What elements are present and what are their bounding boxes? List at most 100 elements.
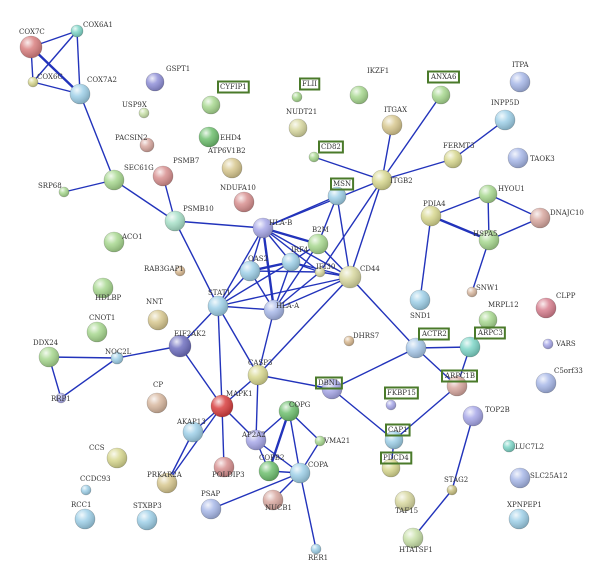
edge-irf4-stat1 (217, 261, 292, 307)
node-label-ccs: CCS (89, 444, 105, 452)
node-ikzf1[interactable]: IKZF1 (349, 67, 389, 105)
node-hla-a[interactable]: HLA-A (263, 299, 300, 321)
edge-itgb2-fermt3 (381, 158, 454, 181)
node-arpc1b[interactable]: ARPC1B (441, 369, 478, 397)
node-hla-b[interactable]: HLA-B (252, 217, 292, 239)
node-ehd4[interactable]: EHD4 (198, 126, 242, 148)
node-irf4[interactable]: IRF4 (281, 246, 309, 272)
node-fkbp15[interactable]: FKBP15 (384, 386, 419, 411)
node-c5orf33[interactable]: C5orf33 (535, 367, 583, 394)
node-rrp1[interactable]: RRP1 (51, 392, 71, 404)
node-dbnl[interactable]: DBNL (315, 376, 343, 400)
node-nnt[interactable]: NNT (146, 298, 169, 331)
node-gspt1[interactable]: GSPT1 (145, 65, 190, 92)
edge-pdia4-snd1 (419, 215, 432, 301)
node-rcc1[interactable]: RCC1 (71, 501, 96, 530)
node-cyfip1[interactable]: CYFIP1 (201, 80, 250, 115)
node-luc7l2[interactable]: LUC7L2 (502, 439, 544, 453)
node-htatsf1[interactable]: HTATSF1 (399, 527, 433, 554)
node-eif2ak2[interactable]: EIF2AK2 (168, 330, 206, 358)
node-casp3[interactable]: CASP3 (247, 359, 272, 386)
node-actr2[interactable]: ACTR2 (405, 327, 450, 359)
node-mapk1[interactable]: MAPK1 (210, 390, 253, 418)
node-cp[interactable]: CP (146, 381, 168, 414)
node-shine-stxbp3 (137, 510, 157, 530)
node-top2b[interactable]: TOP2B (462, 405, 510, 427)
node-clpp[interactable]: CLPP (535, 292, 576, 319)
node-pacsin2[interactable]: PACSIN2 (115, 134, 155, 153)
node-xpnpep1[interactable]: XPNPEP1 (507, 501, 542, 530)
node-srp68[interactable]: SRP68 (38, 182, 70, 198)
node-flii[interactable]: FLII (291, 77, 321, 103)
node-copg[interactable]: COPG (278, 400, 311, 422)
node-shine-copb2 (259, 461, 279, 481)
node-ddx24[interactable]: DDX24 (33, 339, 60, 368)
node-psmb7[interactable]: PSMB7 (152, 157, 199, 187)
node-slc25a12[interactable]: SLC25A12 (509, 467, 568, 489)
node-shine-cox6c (28, 77, 38, 87)
node-ndufa10[interactable]: NDUFA10 (220, 184, 256, 213)
node-prkar2a[interactable]: PRKAR2A (147, 471, 183, 494)
edge-hla-b-hla-a (261, 227, 276, 311)
node-vma21[interactable]: VMA21 (314, 435, 350, 447)
node-ap2a2[interactable]: AP2A2 (241, 429, 267, 451)
node-oas2[interactable]: OAS2 (239, 255, 268, 282)
node-cox6c[interactable]: COX6C (27, 73, 63, 88)
node-ifi30[interactable]: IFI30 (314, 263, 335, 278)
node-vars[interactable]: VARS (542, 338, 576, 350)
node-itgax[interactable]: ITGAX (381, 106, 407, 136)
node-stag2[interactable]: STAG2 (444, 476, 468, 496)
node-nudt21[interactable]: NUDT21 (286, 108, 317, 138)
node-atp6v1b2[interactable]: ATP6V1B2 (207, 147, 246, 179)
node-ccs[interactable]: CCS (89, 444, 128, 469)
node-hdlbp[interactable]: HDLBP (92, 277, 122, 302)
node-copa[interactable]: COPA (289, 461, 329, 484)
node-shine-copa (290, 463, 310, 483)
node-akap13[interactable]: AKAP13 (176, 418, 206, 443)
node-noc2l[interactable]: NOC2L (105, 348, 132, 365)
node-label-pacsin2: PACSIN2 (115, 134, 148, 142)
node-itpa[interactable]: ITPA (509, 61, 531, 93)
node-psmb10[interactable]: PSMB10 (164, 205, 214, 232)
node-anxa6[interactable]: ANXA6 (427, 70, 460, 105)
node-inpp5d[interactable]: INPP5D (491, 99, 520, 131)
node-stxbp3[interactable]: STXBP3 (133, 502, 162, 531)
node-hspa5[interactable]: HSPA5 (473, 229, 500, 251)
node-arpc3[interactable]: ARPC3 (459, 326, 506, 358)
node-cd82[interactable]: CD82 (308, 140, 344, 163)
node-taok3[interactable]: TAOK3 (507, 147, 555, 169)
node-taf15[interactable]: TAF15 (394, 490, 418, 515)
node-pdcd4[interactable]: PDCD4 (380, 451, 413, 478)
node-cox7a2[interactable]: COX7A2 (69, 76, 117, 105)
node-cnot1[interactable]: CNOT1 (86, 314, 115, 343)
node-usp9x[interactable]: USP9X (122, 101, 150, 119)
node-shine-cnot1 (87, 322, 107, 342)
node-itgb2[interactable]: ITGB2 (371, 169, 413, 191)
node-rer1[interactable]: RER1 (308, 543, 328, 562)
node-cox7c[interactable]: COX7C (19, 28, 45, 59)
node-rab3gap1[interactable]: RAB3GAP1 (144, 265, 186, 277)
node-nucb1[interactable]: NUCB1 (262, 489, 292, 512)
node-cap1[interactable]: CAP1 (384, 423, 411, 450)
node-snd1[interactable]: SND1 (409, 289, 431, 320)
node-pdia4[interactable]: PDIA4 (420, 200, 446, 227)
node-stat1[interactable]: STAT1 (207, 289, 231, 317)
node-label-dnajc10: DNAJC10 (550, 209, 584, 217)
node-hyou1[interactable]: HYOU1 (478, 184, 525, 204)
node-snw1[interactable]: SNW1 (466, 284, 499, 298)
node-ccdc93[interactable]: CCDC93 (80, 475, 111, 496)
node-psap[interactable]: PSAP (200, 490, 222, 520)
node-dhrs7[interactable]: DHRS7 (343, 332, 379, 347)
node-fermt3[interactable]: FERMT3 (443, 142, 475, 169)
edge-itgb2-anxa6 (381, 94, 442, 181)
node-cox6a1[interactable]: COX6A1 (70, 21, 113, 38)
node-aco1[interactable]: ACO1 (103, 231, 143, 253)
node-mrpl12[interactable]: MRPL12 (478, 301, 519, 330)
node-cd44[interactable]: CD44 (338, 265, 380, 289)
node-poldip3[interactable]: POLDIP3 (212, 456, 245, 479)
node-copb2[interactable]: COPB2 (258, 454, 284, 482)
node-b2m[interactable]: B2M (307, 226, 329, 255)
node-dnajc10[interactable]: DNAJC10 (529, 207, 584, 229)
node-msn[interactable]: MSN (327, 177, 355, 206)
node-sec61g[interactable]: SEC61G (103, 164, 154, 191)
